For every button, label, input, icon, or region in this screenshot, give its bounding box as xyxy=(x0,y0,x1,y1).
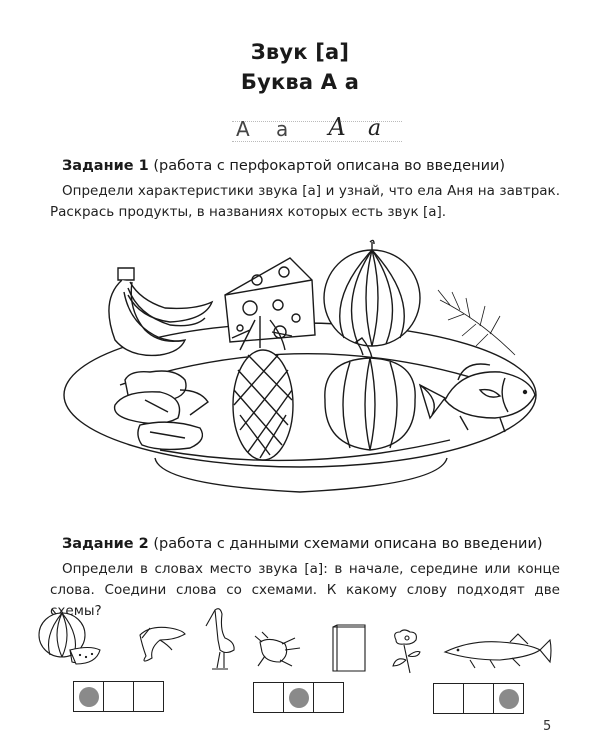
title-letter: Буква А а xyxy=(240,70,360,94)
scheme-cell xyxy=(74,682,104,711)
print-lower-letter: а xyxy=(276,117,289,141)
scheme-beginning[interactable] xyxy=(73,681,164,712)
task1-heading: Задание 1 (работа с перфокартой описана … xyxy=(62,158,505,174)
crayfish-icon xyxy=(255,632,300,666)
title-sound: Звук [а] xyxy=(250,40,350,64)
page-number: 5 xyxy=(543,719,552,734)
pumpkin-icon xyxy=(325,338,415,450)
book-icon xyxy=(333,625,365,671)
word-pictures xyxy=(0,600,600,680)
scheme-cell xyxy=(254,683,284,712)
pike-fish-icon xyxy=(445,634,551,668)
letter-samples: А а А а xyxy=(232,113,402,145)
scheme-cell xyxy=(314,683,343,712)
plate-illustration xyxy=(60,240,540,510)
mushrooms-icon xyxy=(115,371,208,449)
task1-instructions: Определи характеристики звука [а] и узна… xyxy=(50,183,560,220)
guide-line-bottom xyxy=(232,141,402,142)
task2-note: (работа с данными схемами описана во вве… xyxy=(153,536,543,552)
script-upper-letter: А xyxy=(328,113,347,141)
scheme-cell xyxy=(434,684,464,713)
task2-instructions: Определи в словах место звука [а]: в нач… xyxy=(50,561,560,619)
bananas-icon xyxy=(109,268,212,355)
scheme-cell xyxy=(284,683,314,712)
stork-icon xyxy=(206,609,234,669)
guide-line-top xyxy=(232,121,402,122)
sound-dot xyxy=(288,687,309,708)
task1-label: Задание 1 xyxy=(62,158,149,174)
script-lower-letter: а xyxy=(368,116,382,141)
plate-base xyxy=(155,458,447,492)
watermelon-icon xyxy=(39,609,100,664)
scheme-end[interactable] xyxy=(433,683,524,714)
sound-dot xyxy=(498,688,519,709)
scheme-cell xyxy=(494,684,523,713)
fish-icon xyxy=(420,364,535,432)
task2-label: Задание 2 xyxy=(62,536,149,552)
scheme-cell xyxy=(464,684,494,713)
task2-heading: Задание 2 (работа с данными схемами опис… xyxy=(62,536,543,552)
sound-dot xyxy=(78,686,99,707)
scheme-cell xyxy=(134,682,163,711)
poppy-flower-icon xyxy=(393,630,420,673)
cheese-icon xyxy=(225,258,315,342)
scheme-cell xyxy=(104,682,134,711)
watermelon-icon xyxy=(324,240,420,346)
shark-icon xyxy=(140,627,185,661)
pineapple-icon xyxy=(232,316,293,460)
task1-note: (работа с перфокартой описана во введени… xyxy=(153,158,506,174)
print-upper-letter: А xyxy=(236,117,250,141)
scheme-middle[interactable] xyxy=(253,682,344,713)
dill-icon xyxy=(438,290,515,355)
